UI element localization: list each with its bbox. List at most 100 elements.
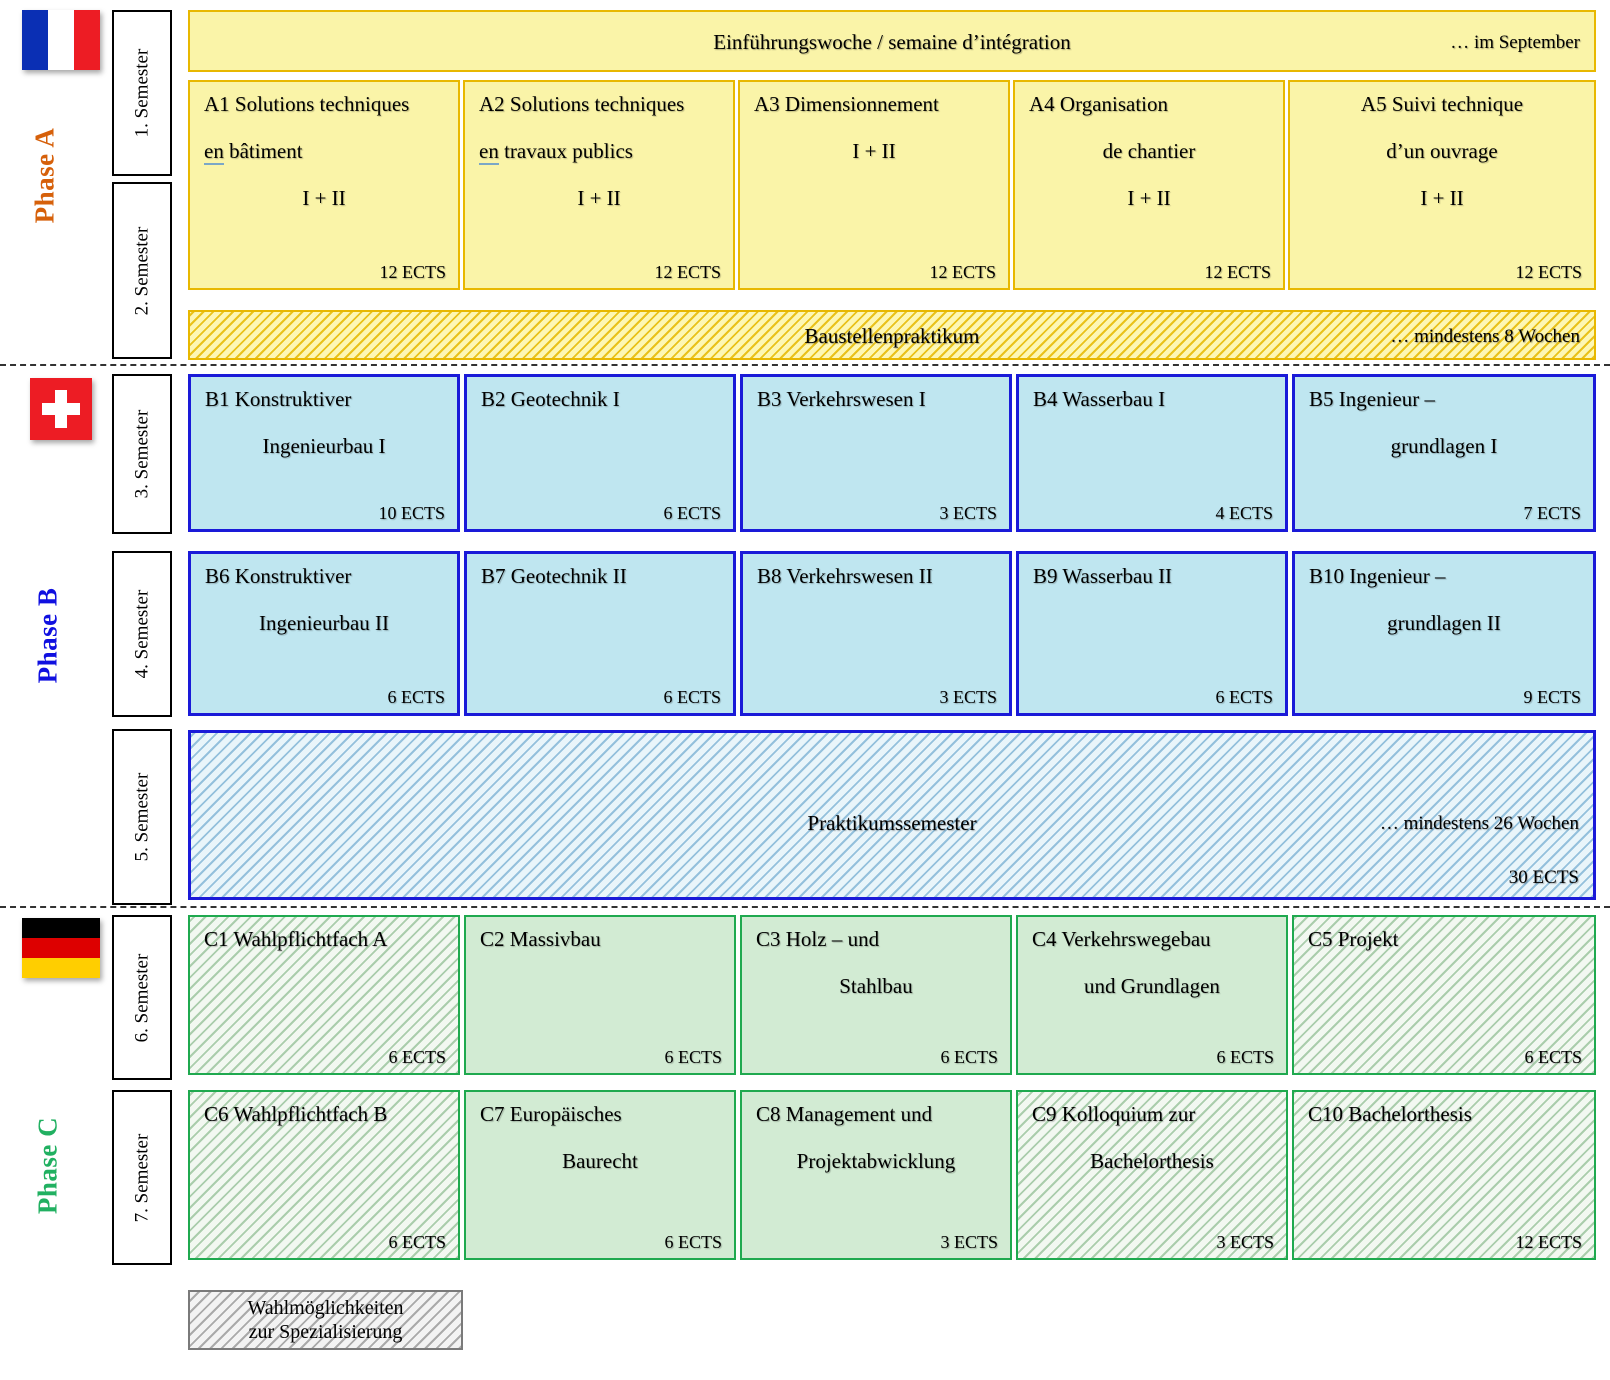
flag-stripe-red [22,938,100,958]
module-ects: 3 ECTS [940,1232,998,1252]
module-line-2: en travaux publics [479,139,719,165]
module-ects: 4 ECTS [1215,503,1273,523]
module-ects: 6 ECTS [664,1232,722,1252]
module-line-1: B4 Wasserbau I [1033,387,1166,411]
module-box-c1[interactable]: C1 Wahlpflichtfach A 6 ECTS [188,915,460,1075]
flag-stripe-gold [22,958,100,978]
module-line-2: grundlagen I [1390,434,1498,458]
module-ects: 3 ECTS [939,503,997,523]
switzerland-flag-icon [30,378,92,440]
module-ects: 12 ECTS [1204,262,1271,282]
semester-label-1: 1. Semester [131,48,152,138]
module-line-1: A5 Suivi technique [1360,92,1524,116]
module-line-1: C8 Management und [756,1102,933,1126]
swiss-cross-vertical [55,390,67,428]
module-box-b10[interactable]: B10 Ingenieur – grundlagen II 9 ECTS [1292,551,1596,716]
module-ects: 6 ECTS [940,1047,998,1067]
module-line-1: B7 Geotechnik II [481,564,627,588]
france-flag-icon [22,10,100,70]
module-ects: 7 ECTS [1523,503,1581,523]
semester-label-4: 4. Semester [131,589,152,679]
module-line-3: I + II [1127,186,1171,210]
semester-box-7: 7. Semester [112,1090,172,1265]
legend-box: Wahlmöglichkeiten zur Spezialisierung [188,1290,463,1350]
module-line-3: I + II [1420,186,1464,210]
banner-title: Baustellenpraktikum [804,324,980,348]
module-line-2-rest: bâtiment [223,139,303,163]
module-line-2: Ingenieurbau II [258,611,390,635]
module-line-1: C3 Holz – und [756,927,880,951]
module-box-b2[interactable]: B2 Geotechnik I 6 ECTS [464,374,736,532]
module-ects: 6 ECTS [1216,1047,1274,1067]
module-box-c8[interactable]: C8 Management und Projektabwicklung 3 EC… [740,1090,1012,1260]
module-line-1: B9 Wasserbau II [1033,564,1173,588]
module-line-2: Projektabwicklung [796,1149,956,1173]
module-line-2: de chantier [1102,139,1196,163]
module-box-b5[interactable]: B5 Ingenieur – grundlagen I 7 ECTS [1292,374,1596,532]
spellcheck-underline-en: en [204,139,224,165]
banner-praktikumssemester: Praktikumssemester … mindestens 26 Woche… [188,730,1596,900]
module-box-b4[interactable]: B4 Wasserbau I 4 ECTS [1016,374,1288,532]
module-box-c3[interactable]: C3 Holz – und Stahlbau 6 ECTS [740,915,1012,1075]
module-line-1: B6 Konstruktiver [205,564,352,588]
germany-flag-icon [22,918,100,978]
module-box-b7[interactable]: B7 Geotechnik II 6 ECTS [464,551,736,716]
module-box-c10[interactable]: C10 Bachelorthesis 12 ECTS [1292,1090,1596,1260]
module-box-c2[interactable]: C2 Massivbau 6 ECTS [464,915,736,1075]
spellcheck-underline-en: en [479,139,499,165]
module-line-1: C4 Verkehrswegebau [1032,927,1211,951]
module-line-1: B1 Konstruktiver [205,387,352,411]
banner-einfuehrungswoche: Einführungswoche / semaine d’intégration… [188,10,1596,72]
module-box-a1[interactable]: A1 Solutions techniques en bâtiment I + … [188,80,460,290]
module-line-1: B3 Verkehrswesen I [757,387,926,411]
flag-stripe-white [48,10,74,70]
module-line-2: d’un ouvrage [1386,139,1498,163]
semester-box-2: 2. Semester [112,182,172,359]
module-ects: 10 ECTS [378,503,445,523]
module-ects: 6 ECTS [663,687,721,707]
legend-line-1: Wahlmöglichkeiten [247,1296,404,1319]
module-line-1: C10 Bachelorthesis [1308,1102,1472,1126]
module-box-b3[interactable]: B3 Verkehrswesen I 3 ECTS [740,374,1012,532]
module-box-a5[interactable]: A5 Suivi technique d’un ouvrage I + II 1… [1288,80,1596,290]
module-box-a3[interactable]: A3 Dimensionnement I + II 12 ECTS [738,80,1010,290]
semester-label-5: 5. Semester [131,772,152,862]
semester-label-7: 7. Semester [131,1133,152,1222]
module-ects: 3 ECTS [939,687,997,707]
semester-label-3: 3. Semester [131,409,152,499]
semester-label-2: 2. Semester [131,226,152,315]
module-ects: 3 ECTS [1216,1232,1274,1252]
banner-ects: 30 ECTS [1508,867,1579,888]
module-box-b9[interactable]: B9 Wasserbau II 6 ECTS [1016,551,1288,716]
module-box-b1[interactable]: B1 Konstruktiver Ingenieurbau I 10 ECTS [188,374,460,532]
module-box-c5[interactable]: C5 Projekt 6 ECTS [1292,915,1596,1075]
module-box-c6[interactable]: C6 Wahlpflichtfach B 6 ECTS [188,1090,460,1260]
module-line-1: B2 Geotechnik I [481,387,620,411]
module-box-c4[interactable]: C4 Verkehrswegebau und Grundlagen 6 ECTS [1016,915,1288,1075]
module-line-2: grundlagen II [1387,611,1501,635]
semester-box-1: 1. Semester [112,10,172,176]
module-box-b8[interactable]: B8 Verkehrswesen II 3 ECTS [740,551,1012,716]
banner-note: … mindestens 26 Wochen [1379,813,1579,834]
module-ects: 12 ECTS [1515,262,1582,282]
module-box-a4[interactable]: A4 Organisation de chantier I + II 12 EC… [1013,80,1285,290]
banner-title: Einführungswoche / semaine d’intégration [713,30,1071,54]
flag-stripe-black [22,918,100,938]
module-line-1: A3 Dimensionnement [754,92,939,116]
phase-label-b: Phase B [32,587,63,684]
module-line-1: C5 Projekt [1308,927,1399,951]
module-box-c9[interactable]: C9 Kolloquium zur Bachelorthesis 3 ECTS [1016,1090,1288,1260]
module-box-c7[interactable]: C7 Europäisches Baurecht 6 ECTS [464,1090,736,1260]
module-line-1: B10 Ingenieur – [1309,564,1446,588]
module-line-1: A4 Organisation [1029,92,1169,116]
module-box-b6[interactable]: B6 Konstruktiver Ingenieurbau II 6 ECTS [188,551,460,716]
module-ects: 12 ECTS [929,262,996,282]
module-line-1: C2 Massivbau [480,927,601,951]
flag-stripe-blue [22,10,48,70]
module-box-a2[interactable]: A2 Solutions techniques en travaux publi… [463,80,735,290]
banner-title: Praktikumssemester [807,811,977,835]
semester-box-5: 5. Semester [112,729,172,905]
module-ects: 12 ECTS [1515,1232,1582,1252]
module-line-1: C7 Europäisches [480,1102,622,1126]
module-ects: 12 ECTS [654,262,721,282]
